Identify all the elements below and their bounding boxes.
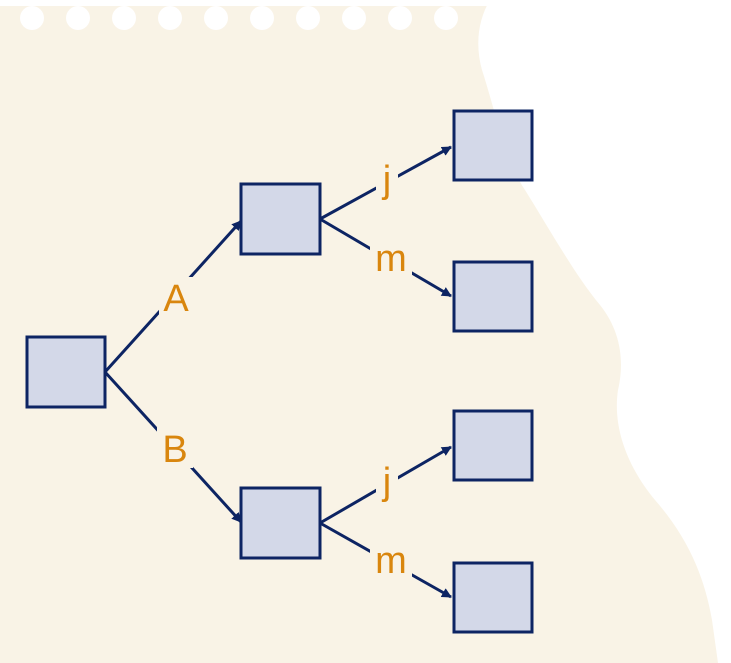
node-lower [239,486,322,560]
node-upper [239,182,322,256]
edge-label-a: A [163,278,189,320]
node-lower-top [452,409,534,482]
node-upper-top [452,109,534,182]
tree-nodes [25,109,534,634]
edge-label-lower-m: m [375,540,407,582]
node-upper-bottom [452,260,534,333]
node-root [25,335,107,409]
label-patches [157,158,412,578]
edge-label-upper-j: j [382,159,391,201]
edge-label-b: B [162,429,187,471]
node-lower-bottom [452,561,534,634]
edge-label-lower-j: j [382,461,391,503]
perforation-holes [0,0,490,30]
edge-labels: A B j m j m [162,159,407,582]
edge-label-upper-m: m [375,238,407,280]
